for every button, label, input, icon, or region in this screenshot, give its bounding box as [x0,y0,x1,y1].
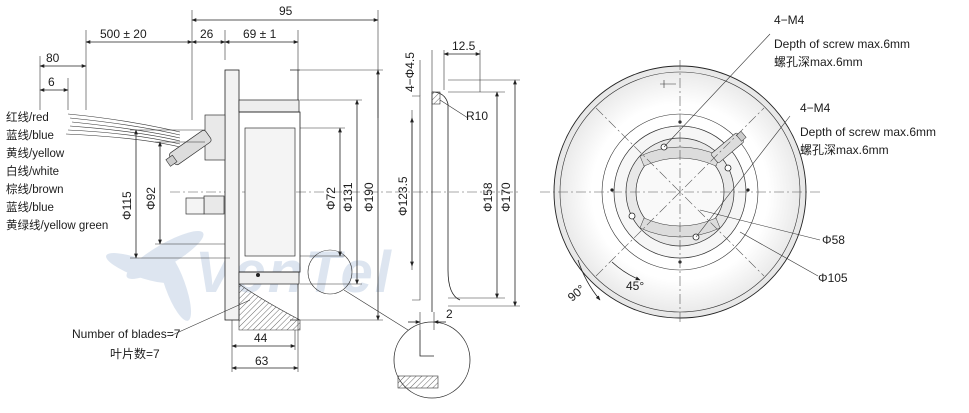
front-view: 4−M4 Depth of screw max.6mm 螺孔深max.6mm 4… [540,13,936,325]
wire-label: 蓝线/blue [6,200,54,214]
dim-500: 500 ± 20 [100,27,147,41]
dim-131: Φ131 [341,182,355,212]
wire-label: 黄线/yellow [6,146,65,160]
wire-label: 黄绿线/yellow green [6,218,108,232]
dim-69: 69 ± 1 [243,27,277,41]
dim-170: Φ170 [499,182,513,212]
side-view: 95 500 ± 20 26 69 ± 1 80 6 [39,4,392,372]
wire-label: 棕线/brown [6,182,64,196]
wire-label: 红线/red [6,110,49,124]
m4-mid: 4−M4 [800,101,831,115]
depth-top-en: Depth of screw max.6mm [774,37,910,51]
wire-bundle [65,113,181,148]
dim-158: Φ158 [481,182,495,212]
dim-r10: R10 [466,109,488,123]
dim-12-5: 12.5 [452,39,476,53]
wire-legend: 红线/red 蓝线/blue 黄线/yellow 白线/white 棕线/bro… [6,110,108,232]
section-view: 12.5 4−Φ4.5 R10 Φ123.5 Φ158 Φ170 2 [307,39,520,399]
dim-2: 2 [446,307,453,321]
angle-45: 45° [626,279,644,293]
dim-63: 63 [255,354,269,368]
dim-58: Φ58 [822,233,845,247]
dim-190: Φ190 [362,182,376,212]
angle-90: 90° [565,282,588,305]
dim-26: 26 [200,27,214,41]
dim-72: Φ72 [324,187,338,210]
blades-note-cn: 叶片数=7 [110,346,160,361]
dim-115: Φ115 [120,191,134,220]
wire-label: 蓝线/blue [6,128,54,142]
dim-44: 44 [254,331,268,345]
depth-top-cn: 螺孔深max.6mm [774,55,863,69]
blades-note: Number of blades=7 [72,327,181,341]
depth-mid-en: Depth of screw max.6mm [800,125,936,139]
dim-105: Φ105 [818,271,848,285]
dim-95: 95 [279,4,293,18]
dim-6: 6 [48,75,55,89]
dim-80: 80 [46,51,60,65]
dim-hole: 4−Φ4.5 [403,52,417,92]
dim-123-5: Φ123.5 [396,176,410,216]
depth-mid-cn: 螺孔深max.6mm [800,143,889,157]
dim-92: Φ92 [144,187,158,210]
wire-label: 白线/white [6,164,59,178]
m4-top: 4−M4 [774,13,805,27]
